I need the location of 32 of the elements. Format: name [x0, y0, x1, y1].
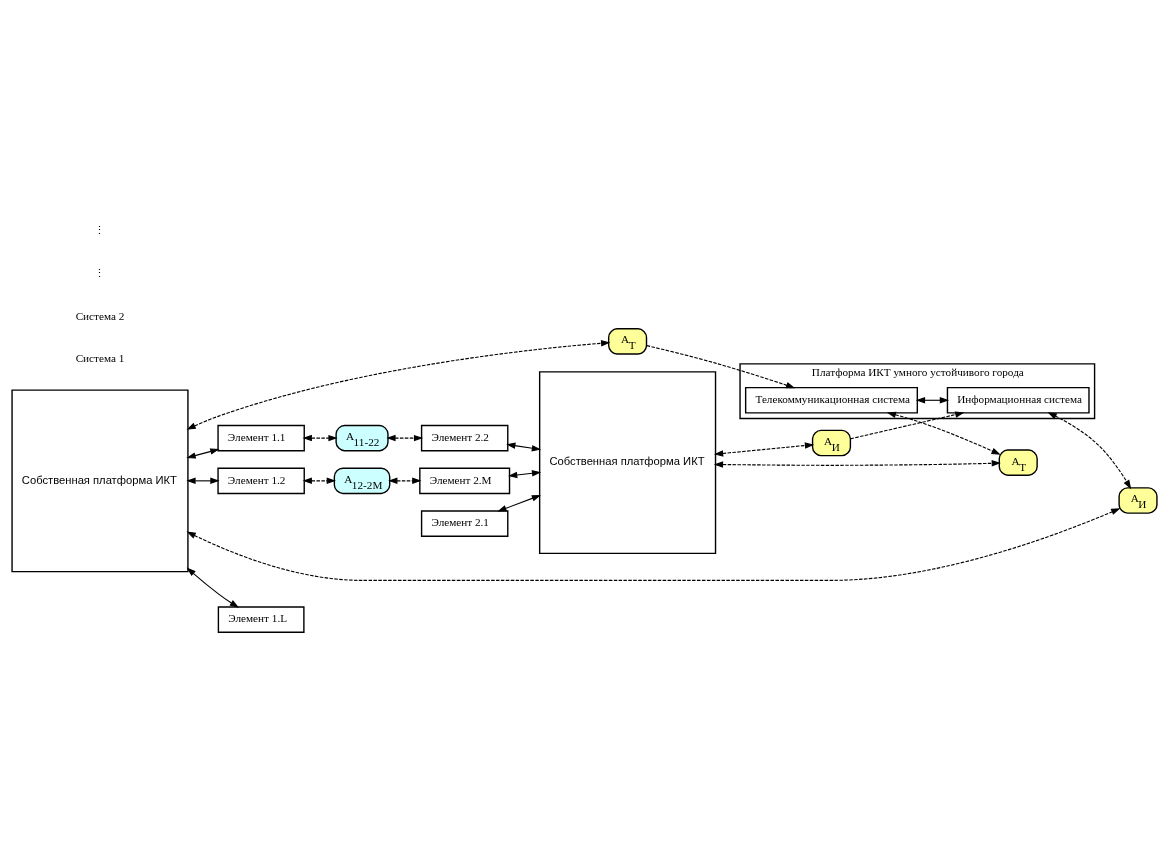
arrow [388, 477, 422, 484]
label: ⋮ [94, 266, 106, 279]
arrow [713, 459, 1001, 468]
arrow [497, 494, 542, 512]
arrow [646, 344, 796, 388]
arrow [506, 442, 542, 451]
arrow [1047, 411, 1132, 489]
node-box: Собственная платформа ИКТ [11, 388, 189, 572]
node-box: Телекоммуникационная система [744, 386, 919, 414]
node-box: Элемент 2.2 [420, 424, 509, 451]
arrow [186, 477, 220, 484]
arrow [386, 434, 424, 441]
arrow [508, 469, 542, 478]
arrow [186, 447, 220, 459]
arrow [186, 339, 611, 430]
node-box: Элемент 2.M [419, 467, 511, 494]
node-box: Элемент 1.L [217, 605, 305, 633]
arrow [886, 411, 1001, 455]
node-box: Элемент 1.1 [217, 424, 305, 451]
label: Система 2 [75, 309, 125, 322]
arrow [850, 410, 965, 439]
label: ⋮ [94, 223, 106, 236]
arrow [302, 434, 338, 441]
arrow [186, 567, 240, 608]
label: Система 1 [75, 351, 125, 364]
node-box: Собственная платформа ИКТ [538, 370, 717, 554]
arrow [713, 441, 815, 457]
arrow [186, 507, 1121, 581]
arrow [302, 477, 336, 484]
node-box: Информационная система [946, 386, 1090, 414]
node-box: Элемент 2.1 [420, 509, 509, 537]
node-box: Элемент 1.2 [217, 467, 305, 494]
